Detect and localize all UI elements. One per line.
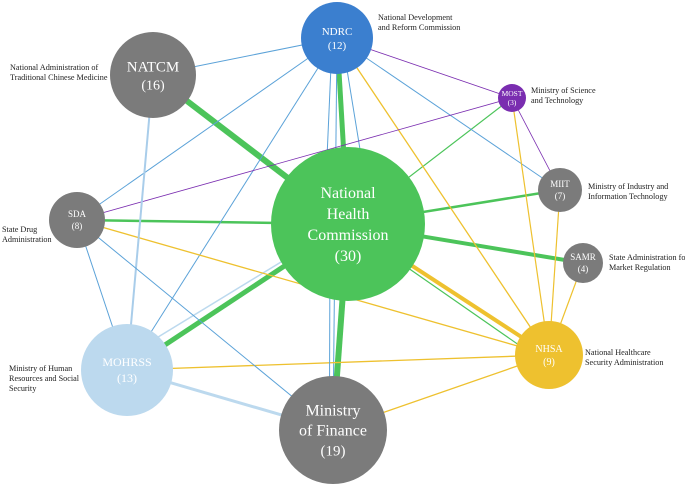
edge-ndrc-mohrss xyxy=(126,37,338,371)
node-count-mof: (19) xyxy=(321,444,346,460)
node-circle-samr xyxy=(563,243,603,283)
node-name-mof: of Finance xyxy=(299,423,367,440)
node-count-sda: (8) xyxy=(72,221,83,231)
node-count-most: (3) xyxy=(508,98,517,107)
node-name-samr: SAMR xyxy=(570,252,596,262)
edge-ndrc-nhsa xyxy=(336,37,550,356)
node-circle-sda xyxy=(49,192,105,248)
edge-most-sda xyxy=(76,97,513,221)
edge-most-nhsa xyxy=(511,97,550,356)
node-mohrss[interactable]: MOHRSS (13) xyxy=(81,324,173,416)
node-circle-mohrss xyxy=(81,324,173,416)
node-name-sda: SDA xyxy=(68,209,87,219)
node-name-nhc: Health xyxy=(327,206,370,223)
node-name-nhc: Commission xyxy=(308,227,389,244)
node-name-natcm: NATCM xyxy=(127,59,180,75)
edge-mof-sda xyxy=(76,219,334,431)
edge-mohrss-nhsa xyxy=(126,354,550,371)
node-count-mohrss: (13) xyxy=(117,371,137,385)
node-name-ndrc: NDRC xyxy=(322,26,353,38)
node-circle-nhsa xyxy=(515,321,583,389)
node-circle-most xyxy=(498,84,526,112)
node-count-nhsa: (9) xyxy=(543,357,555,368)
node-name-nhsa: NHSA xyxy=(535,344,563,355)
node-sda[interactable]: SDA (8) xyxy=(49,192,105,248)
node-name-miit: MIIT xyxy=(550,179,570,189)
node-circle-miit xyxy=(538,168,582,212)
node-count-samr: (4) xyxy=(578,264,589,274)
node-count-ndrc: (12) xyxy=(328,40,347,52)
node-circle-natcm xyxy=(110,32,196,118)
node-count-natcm: (16) xyxy=(141,78,165,93)
node-name-nhc: National xyxy=(320,185,376,202)
node-name-mohrss: MOHRSS xyxy=(102,355,151,369)
node-circle-nhc xyxy=(271,147,425,301)
node-most[interactable]: MOST(3) xyxy=(498,84,526,112)
node-mof[interactable]: Ministry of Finance (19) xyxy=(279,376,387,484)
edge-ndrc-sda xyxy=(76,37,338,221)
node-natcm[interactable]: NATCM (16) xyxy=(110,32,196,118)
node-circle-mof xyxy=(279,376,387,484)
node-count-miit: (7) xyxy=(555,191,566,201)
node-name-most: MOST xyxy=(502,89,523,98)
edge-ndrc-miit xyxy=(336,37,561,191)
node-count-nhc: (30) xyxy=(335,248,362,265)
node-nhsa[interactable]: NHSA (9) xyxy=(515,321,583,389)
node-name-mof: Ministry xyxy=(305,403,360,420)
node-ndrc[interactable]: NDRC (12) xyxy=(301,2,373,74)
node-circle-ndrc xyxy=(301,2,373,74)
node-samr[interactable]: SAMR (4) xyxy=(563,243,603,283)
edge-natcm-mohrss xyxy=(126,74,154,371)
node-miit[interactable]: MIIT (7) xyxy=(538,168,582,212)
